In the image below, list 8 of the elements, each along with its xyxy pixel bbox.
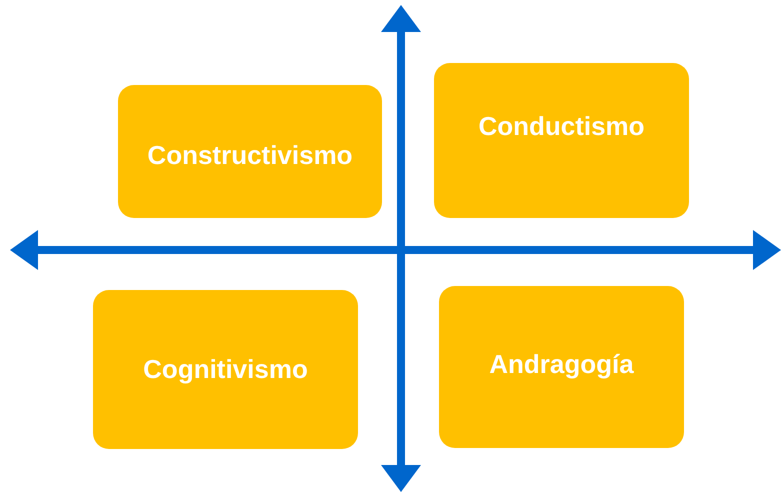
box-label: Andragogía bbox=[489, 348, 634, 380]
box-label: Constructivismo bbox=[147, 139, 353, 172]
rounded-box bbox=[93, 290, 358, 449]
box-label: Cognitivismo bbox=[143, 353, 308, 386]
rounded-box bbox=[439, 286, 684, 448]
rounded-box bbox=[434, 63, 689, 218]
box-label: Conductismo bbox=[478, 110, 645, 143]
rounded-box bbox=[118, 85, 382, 218]
